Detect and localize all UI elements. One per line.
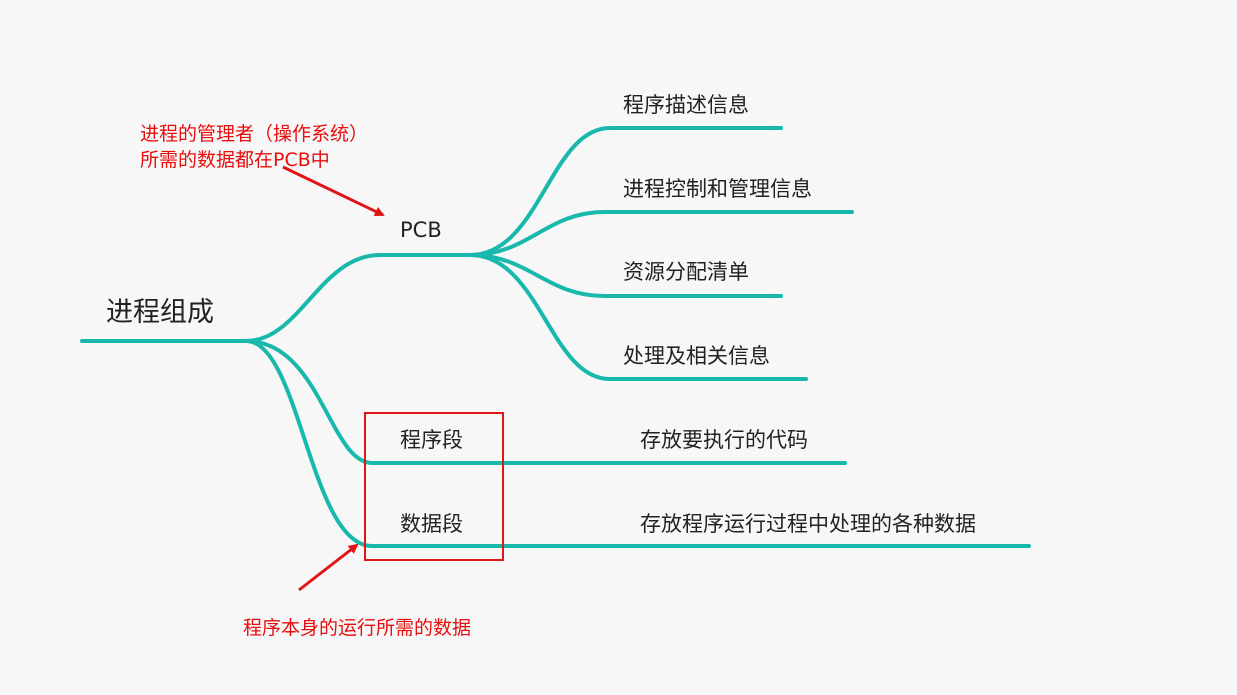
pcb-child-label: 程序描述信息 <box>623 93 749 117</box>
branch-pcb-child-1 <box>468 126 783 257</box>
root-node-label: 进程组成 <box>106 297 214 328</box>
data-segment-label: 数据段 <box>400 512 463 536</box>
segment-highlight-box <box>364 412 504 561</box>
pcb-child-label: 资源分配清单 <box>623 260 749 284</box>
branch-pcb-child-3 <box>468 253 783 298</box>
pcb-child-label: 进程控制和管理信息 <box>623 177 812 201</box>
branch-root-pcb <box>244 253 472 343</box>
program-segment-label: 程序段 <box>400 428 463 452</box>
data-annotation: 程序本身的运行所需的数据 <box>243 617 472 639</box>
pcb-annotation-line-1: 进程的管理者（操作系统） <box>140 123 369 145</box>
branch-root-data-segment <box>244 339 1031 548</box>
program-segment-detail: 存放要执行的代码 <box>640 428 808 452</box>
pcb-child-label: 处理及相关信息 <box>623 344 770 368</box>
data-segment-detail: 存放程序运行过程中处理的各种数据 <box>640 512 976 536</box>
pcb-annotation: 进程的管理者（操作系统） 所需的数据都在PCB中 <box>140 121 368 173</box>
branch-pcb-child-2 <box>468 210 854 257</box>
branch-root-program-segment <box>244 339 847 465</box>
pcb-note-arrow <box>282 165 385 217</box>
branch-pcb-child-4 <box>468 253 808 381</box>
data-note-arrow <box>298 543 359 592</box>
pcb-annotation-line-2: 所需的数据都在PCB中 <box>140 149 330 171</box>
pcb-node-label: PCB <box>400 218 442 242</box>
